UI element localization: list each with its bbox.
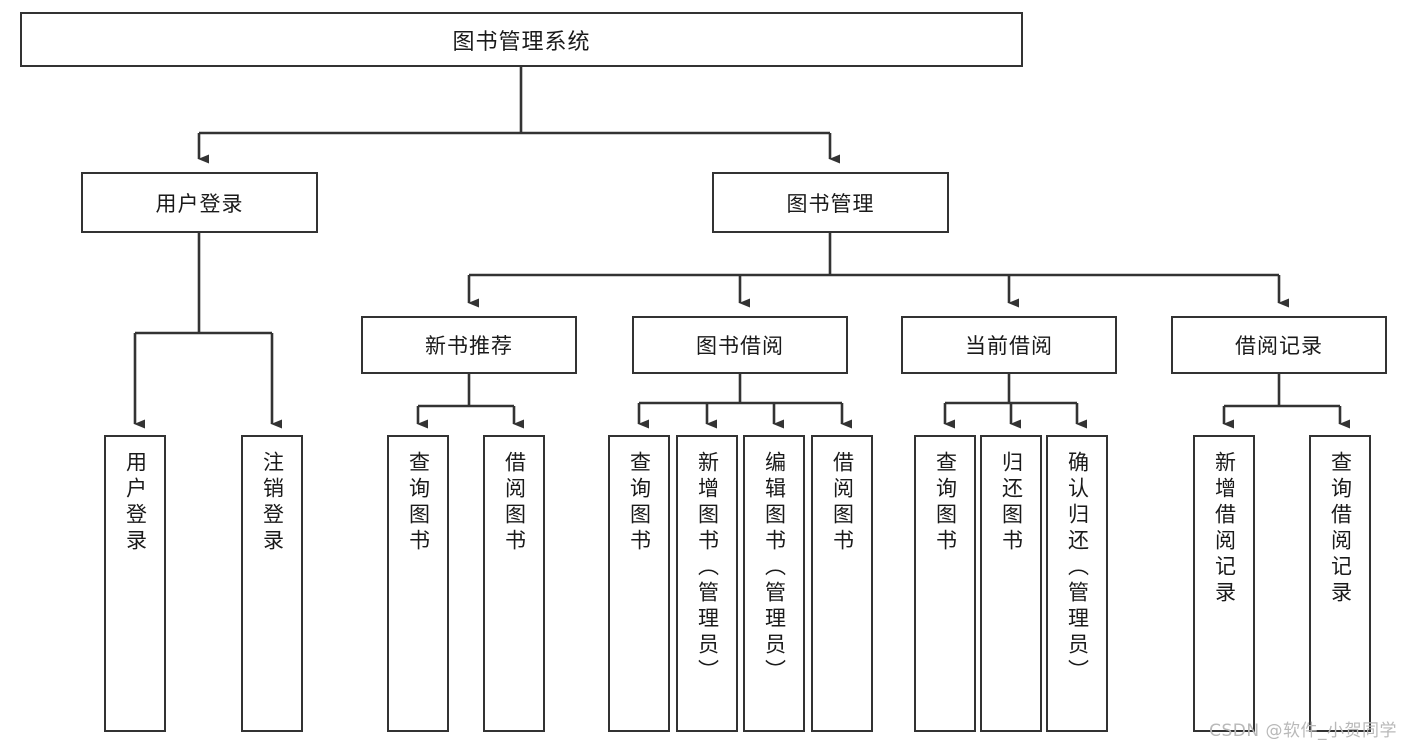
node-leaf-borrow-book-2[interactable]: 借阅图书	[811, 435, 873, 732]
node-user-login-label: 用户登录	[155, 191, 244, 216]
node-leaf-user-login-label: 用户登录	[123, 451, 148, 555]
node-leaf-edit-book[interactable]: 编辑图书（管理员）	[743, 435, 805, 732]
node-borrow-record-label: 借阅记录	[1235, 334, 1323, 358]
node-leaf-query-record-label: 查询借阅记录	[1328, 451, 1353, 607]
node-current-borrow-label: 当前借阅	[965, 334, 1053, 358]
node-current-borrow[interactable]: 当前借阅	[901, 316, 1117, 374]
node-leaf-add-record[interactable]: 新增借阅记录	[1193, 435, 1255, 732]
node-new-book-rec-label: 新书推荐	[425, 334, 513, 358]
node-leaf-borrow-book-2-label: 借阅图书	[830, 451, 855, 555]
node-new-book-rec[interactable]: 新书推荐	[361, 316, 577, 374]
node-leaf-logout-label: 注销登录	[260, 451, 285, 555]
node-user-login[interactable]: 用户登录	[81, 172, 318, 233]
node-leaf-query-book-3-label: 查询图书	[933, 451, 958, 555]
node-leaf-query-record[interactable]: 查询借阅记录	[1309, 435, 1371, 732]
node-leaf-return-book-label: 归还图书	[999, 451, 1024, 555]
node-leaf-confirm-return-label: 确认归还（管理员）	[1065, 451, 1090, 685]
node-book-manage[interactable]: 图书管理	[712, 172, 949, 233]
node-root[interactable]: 图书管理系统	[20, 12, 1023, 67]
node-borrow-record[interactable]: 借阅记录	[1171, 316, 1387, 374]
node-leaf-borrow-book-1-label: 借阅图书	[502, 451, 527, 555]
node-book-borrow[interactable]: 图书借阅	[632, 316, 848, 374]
node-leaf-return-book[interactable]: 归还图书	[980, 435, 1042, 732]
node-leaf-borrow-book-1[interactable]: 借阅图书	[483, 435, 545, 732]
node-root-label: 图书管理系统	[452, 29, 591, 55]
node-leaf-user-login[interactable]: 用户登录	[104, 435, 166, 732]
node-leaf-add-book[interactable]: 新增图书（管理员）	[676, 435, 738, 732]
node-leaf-edit-book-label: 编辑图书（管理员）	[762, 451, 787, 685]
node-leaf-confirm-return[interactable]: 确认归还（管理员）	[1046, 435, 1108, 732]
node-leaf-query-book-2-label: 查询图书	[627, 451, 652, 555]
node-book-borrow-label: 图书借阅	[696, 334, 784, 358]
node-book-manage-label: 图书管理	[786, 191, 875, 216]
node-leaf-logout[interactable]: 注销登录	[241, 435, 303, 732]
node-leaf-query-book-1[interactable]: 查询图书	[387, 435, 449, 732]
node-leaf-query-book-1-label: 查询图书	[406, 451, 431, 555]
node-leaf-add-record-label: 新增借阅记录	[1212, 451, 1237, 607]
node-leaf-query-book-3[interactable]: 查询图书	[914, 435, 976, 732]
node-leaf-add-book-label: 新增图书（管理员）	[695, 451, 720, 685]
watermark-text: CSDN @软件_小贺同学	[1209, 721, 1397, 741]
node-leaf-query-book-2[interactable]: 查询图书	[608, 435, 670, 732]
